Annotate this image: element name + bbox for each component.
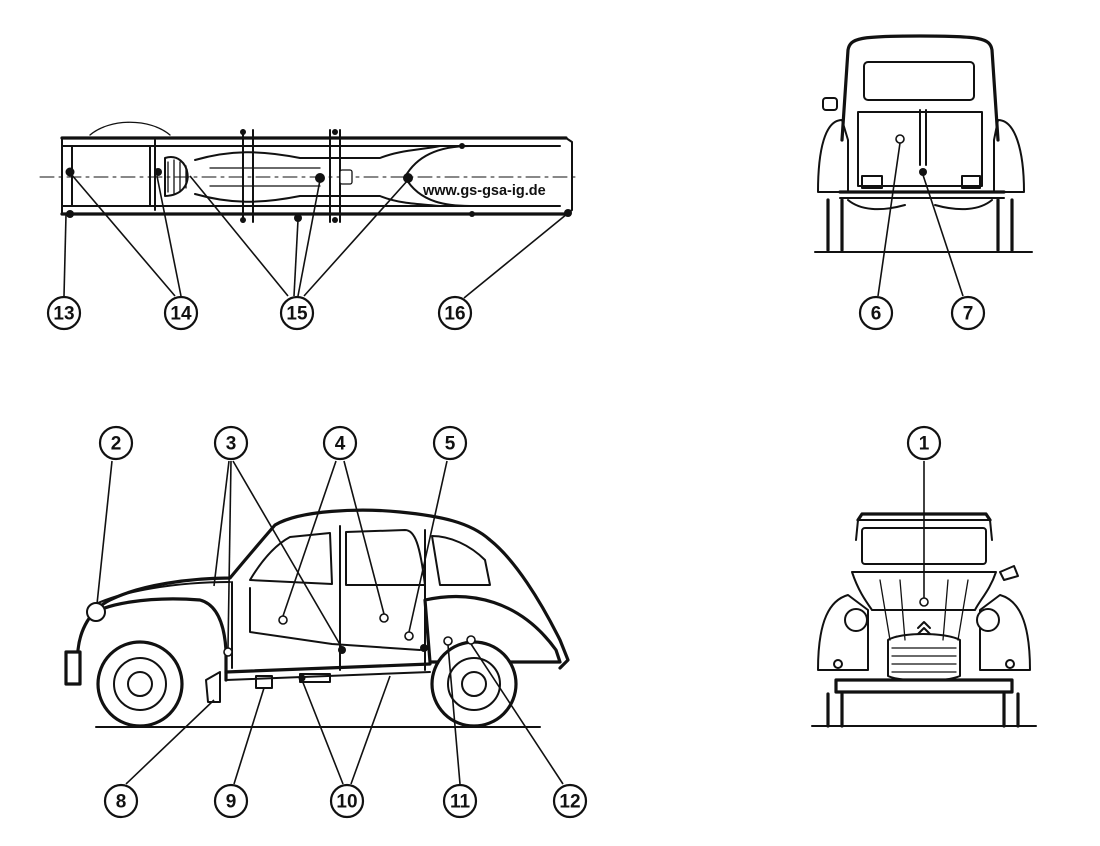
- callout-15: 15: [279, 295, 315, 331]
- callout-16: 16: [437, 295, 473, 331]
- svg-text:10: 10: [336, 792, 357, 813]
- chassis-top-view: www.gs-gsa-ig.de: [39, 121, 581, 223]
- svg-text:16: 16: [444, 304, 465, 325]
- svg-text:1: 1: [919, 434, 930, 455]
- svg-text:9: 9: [226, 792, 237, 813]
- svg-text:14: 14: [170, 304, 192, 325]
- svg-text:4: 4: [335, 434, 346, 455]
- callout-4: 4: [322, 425, 358, 461]
- callout-9: 9: [213, 783, 249, 819]
- car-rear-view: [814, 34, 1033, 253]
- callout-3: 3: [213, 425, 249, 461]
- svg-text:13: 13: [53, 304, 74, 325]
- svg-text:11: 11: [450, 792, 471, 813]
- callout-11: 11: [442, 783, 478, 819]
- svg-text:15: 15: [286, 304, 308, 325]
- svg-text:3: 3: [226, 434, 237, 455]
- callout-2: 2: [98, 425, 134, 461]
- svg-text:7: 7: [963, 304, 974, 325]
- car-side-view: [64, 508, 570, 728]
- callout-12: 12: [552, 783, 588, 819]
- svg-text:12: 12: [559, 792, 580, 813]
- website-watermark: www.gs-gsa-ig.de: [422, 183, 546, 199]
- car-front-view: [811, 512, 1037, 728]
- callout-7: 7: [950, 295, 986, 331]
- side-leaders: [96, 460, 564, 785]
- callout-10: 10: [329, 783, 365, 819]
- callout-5: 5: [432, 425, 468, 461]
- callout-14: 14: [163, 295, 199, 331]
- chassis-leaders: [63, 173, 568, 299]
- svg-text:5: 5: [445, 434, 456, 455]
- callout-13: 13: [46, 295, 82, 331]
- callout-1: 1: [906, 425, 942, 461]
- callout-6: 6: [858, 295, 894, 331]
- callout-8: 8: [103, 783, 139, 819]
- svg-text:2: 2: [111, 434, 122, 455]
- svg-text:6: 6: [871, 304, 882, 325]
- svg-text:8: 8: [116, 792, 127, 813]
